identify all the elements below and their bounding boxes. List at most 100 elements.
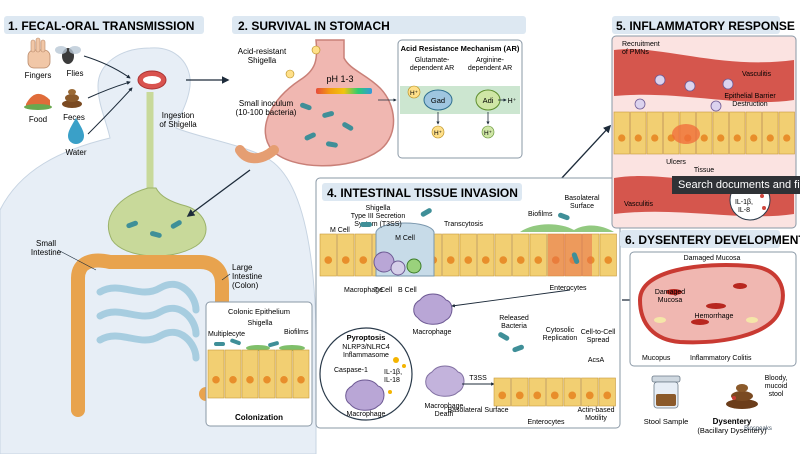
macrophage-center [413,293,453,325]
bottom-epithelium [493,377,616,407]
cell-nucleus [634,134,642,142]
cell-nucleus [499,256,508,264]
cell-nucleus [585,391,594,400]
mucopus-spots [654,317,758,323]
label-brand: Biospeaks [744,426,772,432]
cell-nucleus [604,256,613,264]
cell-nucleus [783,134,791,142]
label-small-intestine-1: Small [36,239,56,248]
label-inoculum-2: (10-100 bacteria) [236,108,297,117]
label-pyro-il-2: IL-18 [384,377,400,384]
mouth-icon [137,70,167,90]
label-macrophage-2: Macrophage [413,329,452,336]
cytokine-dot-icon [762,206,766,210]
food-icon [24,93,52,110]
epithelial-cell [241,349,259,399]
epithelial-cell [529,233,547,277]
stomach-organ [264,39,395,167]
pyroptosis-macrophage [345,379,385,411]
label-tissue: Tissue [694,167,714,174]
label-flies: Flies [67,69,84,78]
label-small-intestine-2: Intestine [31,248,62,257]
label-recruit-2: of PMNs [622,49,649,56]
label-nlrp-2: Inflammasome [343,352,389,359]
water-drop-icon [68,118,84,144]
label-multiplecyte: Multiplecyte [208,331,245,338]
label-actin-1: Actin-based [578,407,615,414]
label-large-intestine-3: (Colon) [232,281,259,290]
released-bacteria [498,332,524,353]
label-bloody-2: mucoid [765,383,788,390]
label-c2c-2: Spread [587,337,610,344]
label-transcytosis: Transcytosis [444,221,484,228]
epithelial-cell [337,233,355,277]
label-barrier-1: Epithelial Barrier [724,93,776,100]
label-recruit-1: Recruitment [622,41,660,48]
label-basolateral-1: Basolateral [564,195,599,202]
label-released-1: Released [499,315,529,322]
label-m-cell-inner: M Cell [395,235,415,242]
acid-ion-icon [311,45,321,55]
cell-nucleus [263,376,271,384]
label-b-cell: B Cell [398,287,417,294]
cell-nucleus [481,256,490,264]
label-cytosolic-1: Cytosolic [546,327,575,334]
label-shigella-t3ss-1: Shigella [366,205,391,212]
label-mucopus: Mucopus [642,355,671,362]
epithelial-cell [477,233,495,277]
epithelial-cell [613,111,630,155]
cell-nucleus [766,134,774,142]
label-damaged-1: Damaged [655,289,685,296]
arrow-to-macrophage [451,289,571,308]
label-actin-2: Motility [585,415,607,422]
label-ulcers: Ulcers [666,159,686,166]
label-ar-title: Acid Resistance Mechanism (AR) [401,44,520,53]
cell-nucleus [515,391,524,400]
duodenum [235,145,279,164]
epithelial-cell [646,111,663,155]
label-damaged-2: Mucosa [658,297,683,304]
hand-icon [27,37,51,69]
cell-nucleus [297,376,305,384]
transmission-arrows [83,55,133,135]
header-box-s4 [322,183,522,201]
cytokine-burst-icon [388,357,406,394]
header-box-s1 [4,16,204,34]
label-cytosolic-2: Replication [543,335,578,342]
label-colonization-shigella: Shigella [248,320,273,327]
bloody-stool-icon [726,384,758,409]
label-m-cell: M Cell [330,227,350,234]
epithelial-cell [258,349,276,399]
section-title-dysentery: 6. DYSENTERY DEVELOPMENT [625,233,800,247]
label-caspase: Caspase-1 [334,367,368,374]
label-pyro-macrophage: Macrophage [347,411,386,418]
label-feces: Feces [63,113,85,122]
cell-nucleus [341,256,350,264]
label-mac-death-1: Macrophage [425,403,464,410]
label-t-cell: T Cell [374,287,393,294]
section-title-fecal-oral: 1. FECAL-ORAL TRANSMISSION [8,19,194,33]
cell-nucleus [750,134,758,142]
label-vasculitis-2: Vasculitis [624,201,654,208]
label-shigella-t3ss-2: Type III Secretion [351,213,406,220]
cell-nucleus [651,134,659,142]
section-invasion: 4. INTESTINAL TISSUE INVASION Shigella T… [315,177,621,429]
cell-nucleus [280,376,288,384]
cell-nucleus [733,134,741,142]
colonization-bacteria [214,338,305,351]
label-ingestion-2: of Shigella [159,120,197,129]
t-cell [390,260,406,276]
leader-small-intestine [57,249,97,271]
invaded-epithelium [548,234,592,276]
label-colonization: Colonization [235,413,283,422]
section-stomach: 2. SURVIVAL IN STOMACH pH 1-3 Acid-resis… [232,16,526,167]
ph-gradient-bar [316,88,372,94]
label-invasion-biofilms: Biofilms [528,211,553,218]
epithelial-cell [745,111,762,155]
label-colonization-biofilms: Biofilms [284,329,309,336]
epithelial-cell [599,233,617,277]
cell-nucleus [229,376,237,384]
label-inoculum-1: Small inoculum [239,99,294,108]
